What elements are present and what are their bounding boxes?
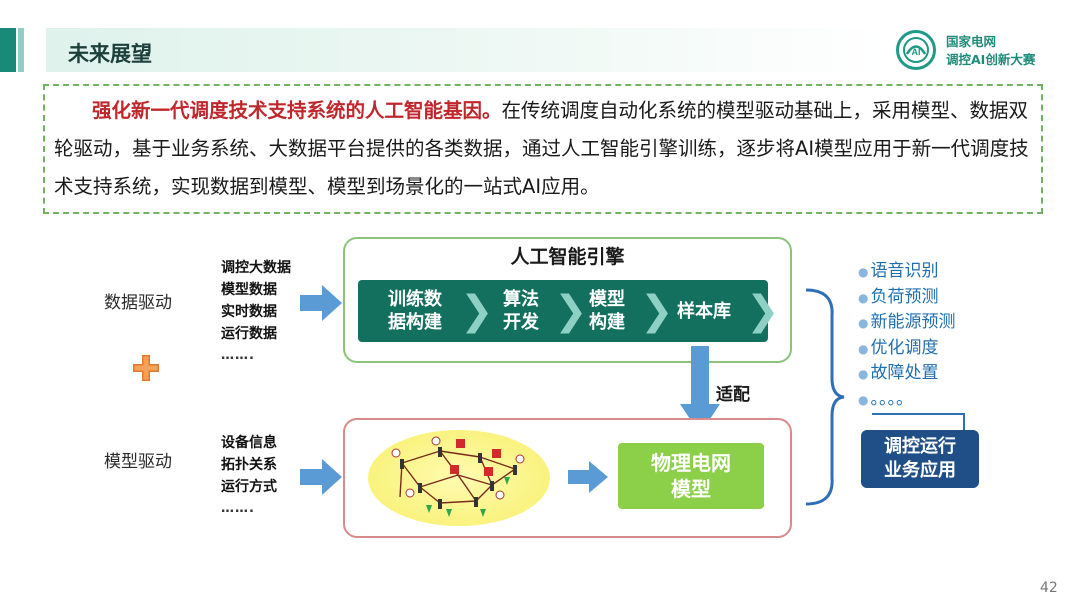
logo-line-1: 国家电网 (946, 34, 997, 49)
list-more: ……. (221, 348, 255, 363)
page-title: 未来展望 (68, 42, 152, 66)
model-drive-list: 设备信息 拓扑关系 运行方式 ……. (221, 432, 277, 520)
intro-body: 在传统调度自动化系统的模型驱动基础上，采用模型、数据双轮驱动，基于业务系统、大数… (54, 99, 1029, 198)
chevron-right-icon: ❯ (460, 288, 494, 334)
chevron-right-icon: ❯ (554, 288, 588, 334)
list-item: ●语音识别 (858, 261, 939, 281)
biz-app-line: 业务应用 (884, 460, 956, 481)
chevron-right-icon: ❯ (746, 288, 780, 334)
arrow-model-to-network (300, 459, 342, 495)
stage-sample-library: 样本库 (677, 301, 731, 322)
grid-model-line: 模型 (671, 477, 711, 501)
stage-training-data: 训练数 据构建 (370, 288, 460, 334)
arrow-adapt-down (680, 346, 720, 434)
curly-brace-icon (805, 288, 845, 506)
intro-text: 强化新一代调度技术支持系统的人工智能基因。在传统调度自动化系统的模型驱动基础上，… (54, 92, 1036, 206)
application-list: ●语音识别 ●负荷预测 ●新能源预测 ●优化调度 ●故障处置 ●。。。。 (858, 259, 955, 412)
logo-line-2: 调控AI创新大赛 (946, 52, 1036, 67)
model-drive-label: 模型驱动 (104, 452, 172, 472)
stage-line: 构建 (589, 312, 625, 333)
grid-model-line: 物理电网 (651, 451, 731, 475)
callout-connector (872, 413, 965, 430)
stage-model-build: 模型 构建 (576, 288, 638, 334)
sgcc-logo-icon: AI (896, 30, 936, 70)
list-item: 调控大数据 (221, 260, 291, 276)
logo-text: 国家电网 调控AI创新大赛 (946, 33, 1035, 69)
list-item: ●负荷预测 (858, 286, 939, 307)
list-item: ●新能源预测 (858, 312, 956, 332)
network-topology-icon (391, 436, 525, 517)
arrow-network-to-model (568, 461, 608, 493)
header-accent-stripe (0, 28, 16, 72)
engine-stage-row (358, 280, 768, 342)
list-more: ……. (221, 501, 255, 516)
list-item: ●优化调度 (858, 337, 939, 358)
ai-engine-title: 人工智能引擎 (510, 246, 625, 268)
list-item: 实时数据 (221, 304, 277, 320)
stage-algorithm: 算法 开发 (488, 288, 554, 334)
list-item: 模型数据 (221, 282, 277, 298)
plus-icon (130, 352, 162, 384)
biz-app-line: 调控运行 (884, 436, 956, 457)
physical-grid-model: 物理电网 模型 (618, 443, 764, 509)
business-application-box: 调控运行 业务应用 (861, 430, 979, 488)
stage-line: 模型 (589, 289, 625, 310)
data-drive-list: 调控大数据 模型数据 实时数据 运行数据 ……. (221, 257, 291, 367)
list-item: 拓扑关系 (221, 457, 277, 473)
list-item: 运行数据 (221, 326, 277, 342)
stage-line: 开发 (503, 312, 539, 333)
header-accent-stripe-light (18, 28, 24, 72)
svg-text:AI: AI (912, 47, 921, 57)
chevron-right-icon: ❯ (640, 288, 674, 334)
page-number: 42 (1040, 580, 1058, 596)
header-bar (46, 28, 886, 72)
adapt-label: 适配 (716, 385, 750, 405)
stage-line: 训练数 (388, 289, 442, 310)
data-drive-label: 数据驱动 (104, 293, 172, 313)
stage-line: 据构建 (388, 312, 442, 333)
list-item: ●故障处置 (858, 363, 939, 383)
intro-highlight: 强化新一代调度技术支持系统的人工智能基因。 (92, 99, 502, 122)
stage-line: 算法 (503, 289, 539, 310)
list-item: ●。。。。 (858, 388, 913, 409)
list-item: 运行方式 (221, 479, 277, 495)
intro-box (43, 84, 1043, 214)
list-item: 设备信息 (221, 435, 277, 451)
arrow-data-to-engine (300, 285, 342, 321)
